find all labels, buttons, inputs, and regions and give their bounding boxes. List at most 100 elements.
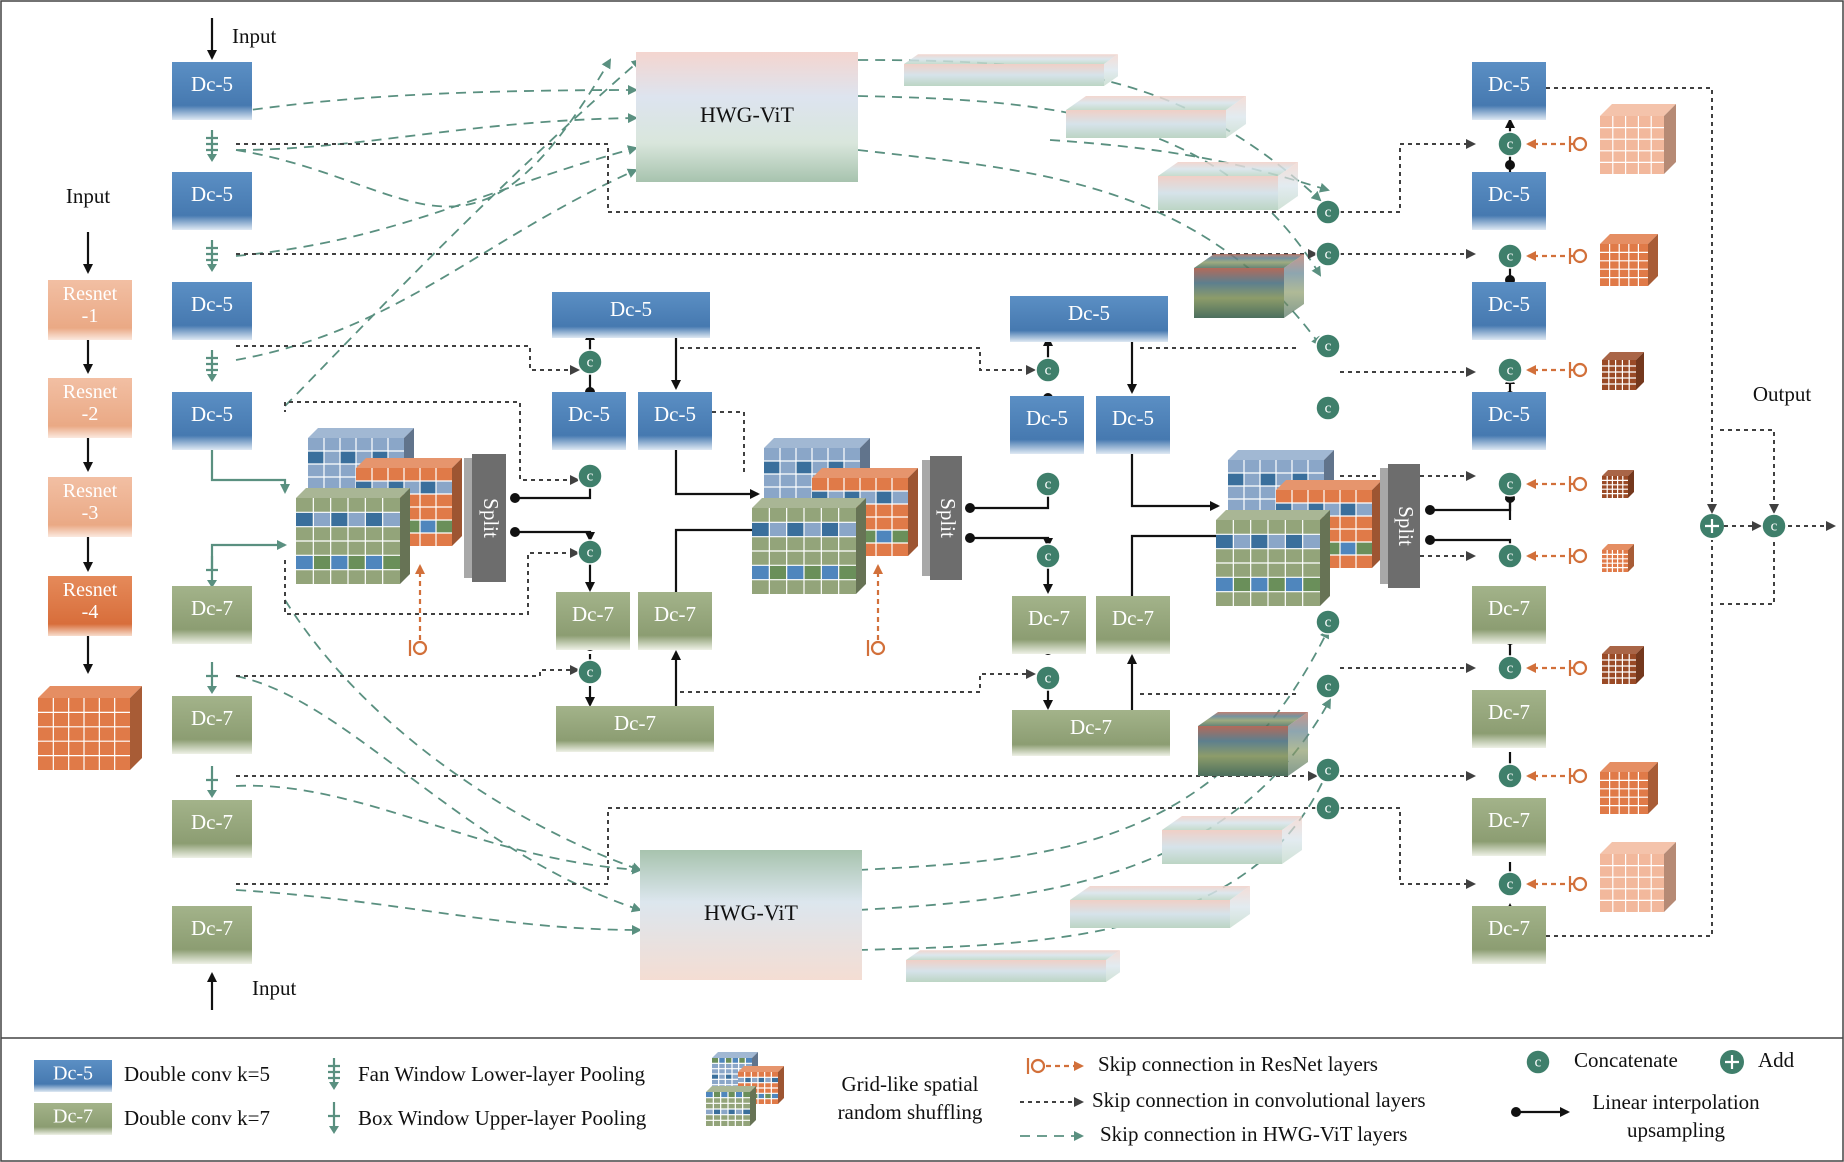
stage-concat-1-symbol: c — [587, 354, 594, 370]
legend-shuffle-front-cell — [713, 1109, 721, 1115]
vit-block-top — [636, 52, 858, 182]
decoder-resnet-cube-7 — [1600, 772, 1648, 814]
shuffle-group-2-back-cell — [764, 461, 780, 474]
vit-curve-d — [235, 168, 638, 361]
shuffle-group-1-front-cell — [296, 512, 314, 527]
skip-concat-5-symbol: c — [1325, 614, 1332, 630]
shuffle-group-1-mid-cell — [420, 481, 436, 494]
encoder-dc5-2-label: Dc-5 — [191, 182, 233, 206]
stage-concat-8 — [1035, 665, 1061, 691]
stage1-from-dc7 — [674, 528, 758, 616]
junction-dot — [965, 533, 975, 543]
legend-shuffle-front-cell — [742, 1109, 750, 1115]
stage2-dc7-wide — [1012, 710, 1170, 756]
decoder-resnet-tap-r7-ring — [1572, 768, 1588, 784]
decoder-concat-5 — [1497, 543, 1523, 569]
shuffle-group-1-front-cell — [330, 512, 348, 527]
legend-shuffle-front-cell — [735, 1092, 743, 1098]
stage1-skip-b — [680, 411, 745, 474]
vit-slab-top-1-side — [1104, 54, 1118, 86]
decoder-concat-8-symbol: c — [1507, 876, 1514, 892]
conv-slab-bottom-top — [1198, 712, 1308, 726]
decoder-dc7-2 — [1472, 690, 1546, 748]
stage1-dc7-wide — [556, 706, 714, 752]
encoder-dc7-2-label: Dc-7 — [191, 706, 233, 730]
shuffle-group-1-mid-cell — [436, 520, 452, 533]
resnet-block-2-index: -2 — [82, 403, 99, 425]
shuffle-group-1-front-cell — [365, 512, 383, 527]
legend-fan-pooling-icon-tip — [329, 1082, 339, 1090]
decoder-resnet-cube-5-grid — [1602, 550, 1628, 572]
legend-shuffle-mid-cell — [744, 1077, 752, 1083]
split-block-3-label: Split — [1394, 506, 1418, 546]
shuffle-group-3-mid-cell — [1356, 503, 1372, 516]
legend-shuffle-back-cell — [718, 1058, 726, 1064]
box-pooling-3-tip — [207, 790, 217, 798]
split-block-2-label: Split — [936, 498, 960, 538]
skip-concat-6 — [1315, 673, 1341, 699]
encoder-dc5-1 — [172, 62, 252, 120]
resnet-feature-cube-top — [38, 686, 142, 698]
decoder-concat-4 — [1497, 471, 1523, 497]
input-label-left: Input — [66, 184, 110, 208]
legend-add-icon-plus — [1725, 1055, 1739, 1069]
decoder-resnet-cube-5 — [1602, 550, 1628, 572]
decoder-resnet-cube-7-top — [1600, 762, 1658, 772]
decoder-dc5-2 — [1472, 172, 1546, 230]
legend-shuffle-back-cell — [738, 1058, 746, 1064]
legend-shuffle-mid-cell — [751, 1077, 758, 1083]
box-pooling-2-tip — [207, 686, 217, 694]
stage-concat-7-symbol: c — [1045, 548, 1052, 564]
shuffle-group-2-front-cell — [804, 565, 822, 580]
shuffle-group-3-front-cell — [1268, 534, 1286, 549]
decoder-resnet-cube-3-grid — [1602, 360, 1636, 390]
resnet-block-1 — [48, 280, 132, 340]
legend-shuffle-back-cell — [725, 1074, 732, 1080]
fan-pooling-2 — [206, 240, 218, 268]
shuffle-group-3-back-top — [1228, 450, 1334, 460]
decoder-resnet-cube-4-side — [1628, 470, 1634, 498]
conv-slab-bottom-side — [1288, 712, 1308, 776]
vit-slab-bot-3-side — [1106, 950, 1120, 982]
legend-fan-pool-text: Fan Window Lower-layer Pooling — [358, 1062, 646, 1086]
shuffle-group-2-front-cell — [804, 522, 822, 537]
encoder-dc7-1-label: Dc-7 — [191, 596, 233, 620]
split-block-1 — [472, 454, 506, 582]
stage-concat-6 — [1035, 471, 1061, 497]
legend-shuffle-mid-cell — [758, 1077, 765, 1083]
conv-skip-bot-2b — [1340, 807, 1476, 889]
output-concat-node — [1761, 513, 1787, 539]
shuffle-group-1-mid-side — [452, 458, 462, 546]
shuffle-group-2-front-cell — [769, 522, 787, 537]
shuffle-group-2-mid-side — [908, 468, 918, 556]
shuffle-group-1-front-cell — [365, 555, 383, 570]
decoder-resnet-cube-2-side — [1648, 234, 1658, 286]
decoder-dc7-4-label: Dc-7 — [1488, 916, 1530, 940]
decoder-resnet-cube-4 — [1602, 476, 1628, 498]
vit-curve-g — [235, 784, 642, 875]
legend-shuffle-mid-side — [778, 1066, 784, 1104]
legend-shuffle-back-cell — [712, 1058, 719, 1064]
decoder-resnet-cube-3 — [1602, 360, 1636, 390]
legend-fan-pooling-icon — [328, 1058, 340, 1086]
legend-shuffle-front-cell — [742, 1092, 750, 1098]
shuffle-group-3-front-top — [1216, 510, 1330, 520]
fan-pooling-2-tip — [207, 264, 217, 272]
stage2-to-shuffle — [1130, 452, 1220, 511]
legend-shuffle-front-top — [706, 1086, 756, 1092]
stage2-dc5-right — [1096, 396, 1170, 454]
shuffle-group-3-front-cell — [1250, 577, 1268, 592]
legend-skip-vit: Skip connection in HWG-ViT layers — [1100, 1122, 1407, 1146]
vit-slab-bot-3 — [906, 960, 1106, 982]
legend-add-text: Add — [1758, 1048, 1795, 1072]
output-concat-node-symbol: c — [1771, 518, 1778, 534]
decoder-resnet-cube-4-top — [1602, 470, 1634, 476]
shuffle-group-1-back-cell — [340, 451, 356, 464]
legend-dc5-tag: Dc-5 — [53, 1063, 93, 1085]
box-pooling-2 — [206, 662, 218, 690]
stage1-dc7-left-label: Dc-7 — [572, 602, 614, 626]
legend-shuffle-front-cell — [706, 1109, 714, 1115]
decoder-concat-7-symbol: c — [1507, 768, 1514, 784]
shuffle-group-3-back-cell — [1228, 473, 1244, 486]
